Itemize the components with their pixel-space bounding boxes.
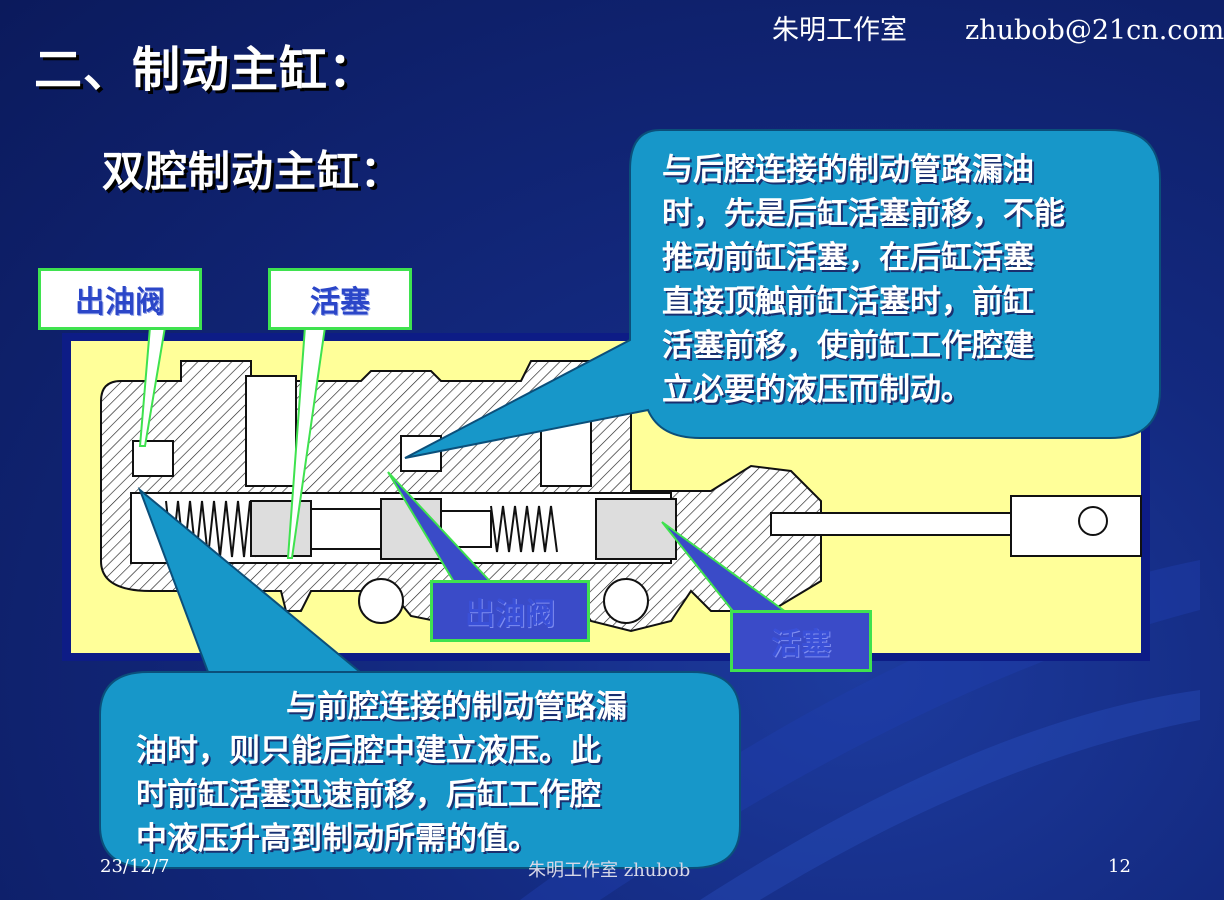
- footer-page-number: 12: [1108, 856, 1131, 877]
- callout-line: 与前腔连接的制动管路漏: [136, 685, 696, 729]
- callout-bubble-rear: [404, 129, 1161, 459]
- slide-subtitle: 双腔制动主缸：: [102, 147, 404, 196]
- callout-line: 油时，则只能后腔中建立液压。此: [136, 733, 601, 769]
- callout-line: 直接顶触前缸活塞时，前缸: [662, 284, 1034, 320]
- slide-title: 二、制动主缸：: [34, 42, 378, 98]
- header-credit: 朱明工作室 zhubob@21cn.com: [772, 8, 1224, 47]
- studio-name: 朱明工作室: [772, 15, 907, 46]
- callout-line: 与后腔连接的制动管路漏油: [662, 152, 1034, 188]
- pointer-outlet-valve-top: [138, 326, 167, 447]
- callout-front-leak-text: 与前腔连接的制动管路漏 油时，则只能后腔中建立液压。此 时前缸活塞迅速前移，后缸…: [136, 685, 696, 861]
- callout-line: 活塞前移，使前缸工作腔建: [662, 328, 1034, 364]
- callout-line: 时，先是后缸活塞前移，不能: [662, 196, 1065, 232]
- pointer-piston-bottom: [661, 521, 794, 616]
- callout-line: 推动前缸活塞，在后缸活塞: [662, 240, 1034, 276]
- label-piston-bottom: 活塞: [730, 610, 872, 672]
- callout-line-text: 与前腔连接的制动管路漏: [286, 689, 627, 725]
- pointer-piston-top: [286, 326, 327, 559]
- label-outlet-valve-top: 出油阀: [38, 268, 202, 330]
- footer-center-text: 朱明工作室 zhubob: [528, 860, 691, 881]
- callout-line: 立必要的液压而制动。: [662, 372, 972, 408]
- pointer-outlet-valve-bottom: [387, 471, 503, 593]
- label-piston-top: 活塞: [268, 268, 412, 330]
- footer-date: 23/12/7: [100, 856, 170, 877]
- callout-rear-leak-text: 与后腔连接的制动管路漏油 时，先是后缸活塞前移，不能 推动前缸活塞，在后缸活塞 …: [662, 148, 1132, 412]
- callout-line: 时前缸活塞迅速前移，后缸工作腔: [136, 777, 601, 813]
- cylinder-cross-section: [100, 360, 1142, 633]
- label-outlet-valve-bottom: 出油阀: [430, 580, 590, 642]
- author-email: zhubob@21cn.com: [965, 15, 1224, 46]
- callout-line: 中液压升高到制动所需的值。: [136, 821, 539, 857]
- callout-bubble-front: [99, 486, 741, 869]
